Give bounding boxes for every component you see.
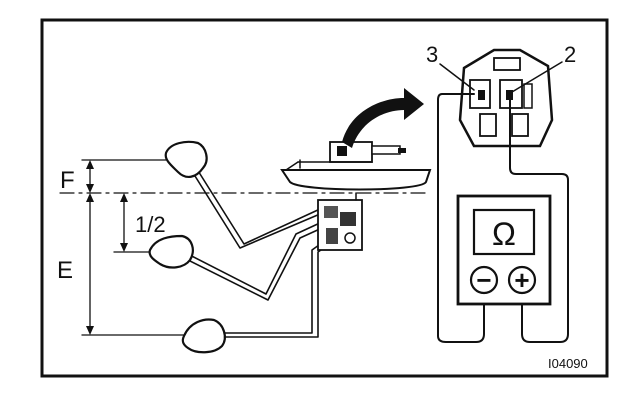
sender-connector — [458, 48, 554, 148]
empty-label: E — [57, 257, 73, 284]
float-arm-full — [184, 157, 321, 249]
float-half — [148, 234, 194, 269]
curved-pointer-arrow — [342, 88, 424, 148]
full-label: F — [60, 167, 75, 194]
half-label: 1/2 — [135, 212, 166, 237]
negative-terminal — [469, 265, 499, 295]
empty-dimension-arrow — [86, 193, 94, 335]
ohmmeter: Ω − + — [456, 194, 552, 306]
test-lead-negative — [437, 93, 485, 343]
fuel-sender-unit — [280, 141, 432, 251]
plus-sign: + — [514, 265, 529, 295]
ohmmeter-display — [472, 208, 536, 256]
test-lead-positive — [509, 99, 569, 343]
half-dimension-arrow — [120, 193, 128, 252]
terminal-3-label: 3 — [426, 42, 438, 67]
positive-terminal — [507, 265, 537, 295]
terminal-2-leader — [511, 61, 563, 93]
float-empty — [181, 318, 226, 354]
ohm-symbol: Ω — [492, 216, 516, 252]
figure-id: I04090 — [548, 356, 588, 371]
terminal-2-label: 2 — [564, 42, 576, 67]
float-full — [164, 140, 208, 178]
minus-sign: − — [476, 265, 491, 295]
full-dimension-arrow — [86, 160, 94, 193]
terminal-3-leader — [439, 63, 475, 91]
level-lines — [59, 159, 431, 336]
float-arm-half — [171, 221, 323, 301]
